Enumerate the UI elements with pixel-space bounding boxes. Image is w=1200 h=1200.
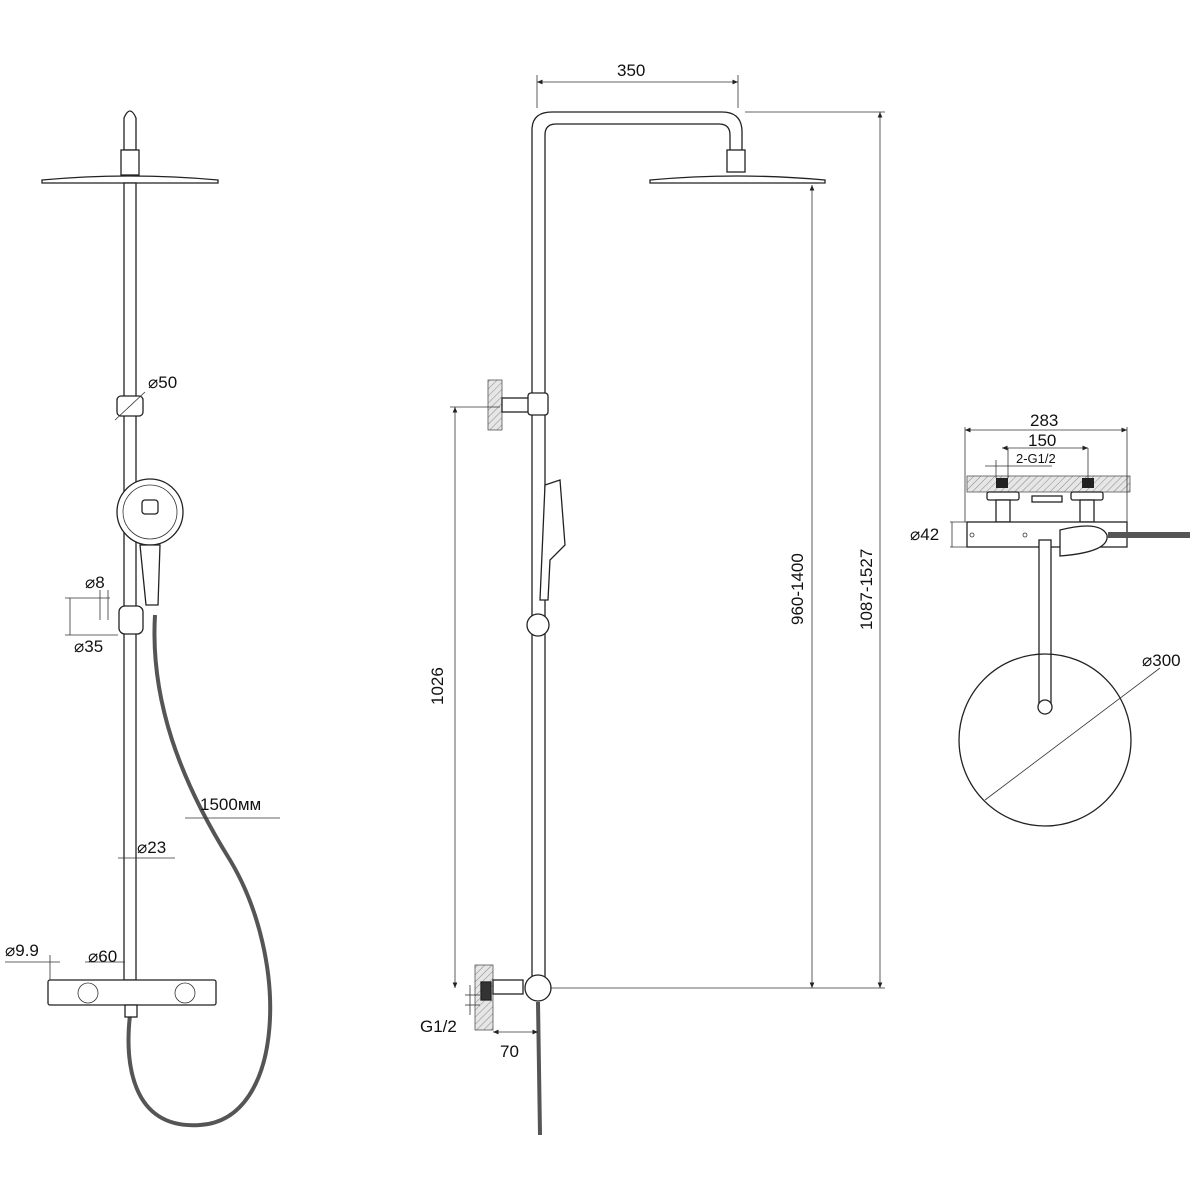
rail-diameter-label: ⌀23 [137, 838, 166, 857]
rain-shower-head-side [649, 175, 826, 184]
head-height-range-label: 960-1400 [788, 553, 807, 625]
shower-hose [126, 614, 273, 1128]
head-diameter-label: ⌀300 [1142, 651, 1181, 670]
inlet-spacing-label: 150 [1028, 431, 1056, 450]
total-height-range-label: 1087-1527 [857, 549, 876, 630]
diverter-ball [524, 974, 552, 1002]
shower-arm [531, 111, 743, 990]
wall-section-upper [487, 379, 503, 431]
hose-connector-ball [526, 613, 550, 637]
top-view: ⌀300 283 150 2-G1/2 ⌀42 [910, 411, 1190, 827]
hand-shower-handle [139, 544, 161, 606]
hose-outlet [124, 1004, 138, 1018]
rain-shower-head [41, 175, 219, 184]
rain-head-top [958, 653, 1132, 827]
slider [118, 605, 144, 635]
pin-diameter-label: ⌀8 [85, 573, 105, 592]
handle-diameter-label: ⌀60 [88, 947, 117, 966]
arm-reach-label: 350 [617, 61, 645, 80]
outlet-diameter-label: ⌀9.9 [5, 941, 39, 960]
riser-top [1038, 539, 1052, 706]
bracket-height-label: 1026 [428, 667, 447, 705]
hand-shower-top [1059, 525, 1108, 557]
wall-offset-label: 70 [500, 1042, 519, 1061]
front-view: ⌀50 ⌀8 ⌀35 1500мм ⌀23 ⌀9.9 ⌀60 [5, 110, 280, 1128]
rail-pipe [123, 182, 137, 981]
shower-head-connector [120, 149, 140, 176]
hose-side [536, 1001, 542, 1136]
hose-length-label: 1500мм [200, 795, 261, 814]
wall-plate [966, 475, 1131, 493]
inlet-thread-label: G1/2 [420, 1017, 457, 1036]
body-diameter-label: ⌀42 [910, 525, 939, 544]
hand-shower-side [539, 479, 566, 601]
slider-diameter-label: ⌀35 [74, 637, 103, 656]
arm-connector [726, 149, 746, 173]
shower-head-stem [123, 110, 137, 151]
inlets-label: 2-G1/2 [1016, 451, 1056, 466]
overall-width-label: 283 [1030, 411, 1058, 430]
bracket-diameter-label: ⌀50 [148, 373, 177, 392]
side-view: 350 1026 960-1400 1087-1527 G1/2 70 [420, 61, 885, 1136]
